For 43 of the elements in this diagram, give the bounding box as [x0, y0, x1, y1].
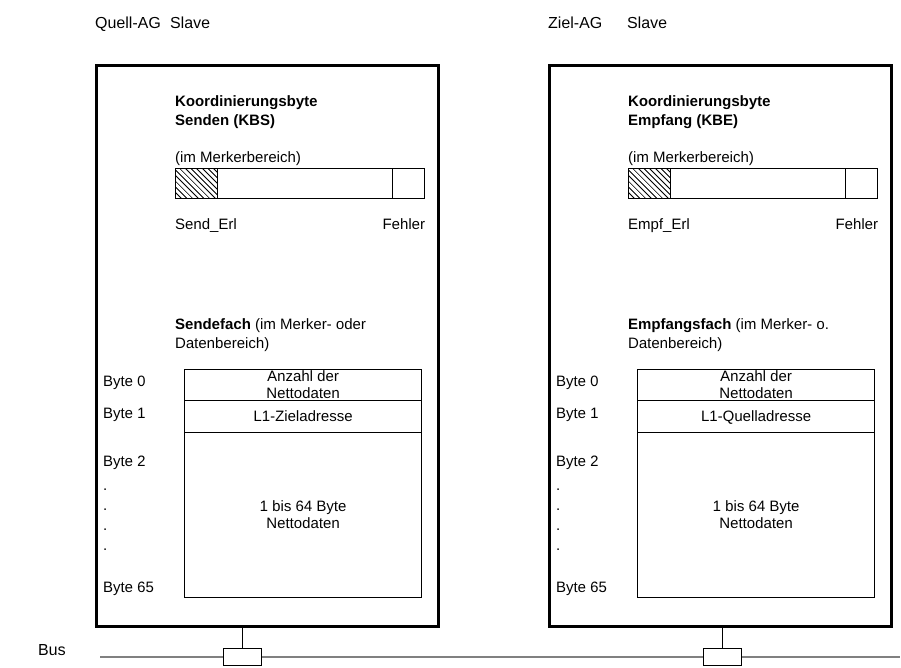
bit-label: Fehler — [834, 215, 878, 234]
byte-label: Byte 1 — [556, 404, 599, 423]
ellipsis-dot: . — [556, 476, 560, 495]
ellipsis-dot: . — [103, 476, 108, 495]
bit-label: Empf_Erl — [628, 215, 690, 234]
memory-field: Anzahl der Nettodaten — [184, 369, 422, 401]
byte-label: Byte 2 — [556, 452, 599, 471]
ellipsis-dot: . — [556, 496, 560, 515]
plc-heading: Ziel-AG — [548, 15, 602, 33]
plc-heading: Slave — [627, 15, 668, 33]
memory-field: Anzahl der Nettodaten — [637, 369, 875, 401]
connector-line — [722, 628, 723, 648]
byte-label: Byte 0 — [556, 372, 599, 391]
plc-heading: Slave — [170, 15, 210, 33]
bit-label: Send_Erl — [175, 215, 237, 234]
ellipsis-dot: . — [556, 516, 560, 535]
byte-label: Byte 0 — [103, 372, 146, 391]
ellipsis-dot: . — [103, 516, 108, 535]
byte-label: Byte 2 — [103, 452, 146, 471]
byte-title: Koordinierungsbyte Empfang (KBE) — [628, 92, 772, 130]
byte-title: Koordinierungsbyte Senden (KBS) — [175, 92, 319, 130]
field-heading: Sendefach (im Merker- oder Datenbereich) — [175, 315, 367, 353]
byte-label: Byte 1 — [103, 404, 146, 423]
field-heading: Empfangsfach (im Merker- o. Datenbereich) — [628, 315, 830, 353]
memory-field: L1-Quelladresse — [637, 400, 875, 433]
bus-connector-box — [223, 648, 262, 666]
memory-field: 1 bis 64 Byte Nettodaten — [637, 432, 875, 598]
ellipsis-dot: . — [103, 496, 108, 515]
plc-heading: Quell-AG — [95, 15, 161, 33]
byte-label: Byte 65 — [103, 578, 154, 597]
bit-label: Fehler — [381, 215, 425, 234]
byte-bar — [175, 168, 425, 199]
memory-field: 1 bis 64 Byte Nettodaten — [184, 432, 422, 598]
byte-bar — [628, 168, 878, 199]
connector-line — [242, 628, 243, 648]
ellipsis-dot: . — [103, 536, 108, 555]
bus-connector-box — [703, 648, 742, 666]
memory-field: L1-Zieladresse — [184, 400, 422, 433]
bus-label: Bus — [38, 641, 66, 660]
byte-label: Byte 65 — [556, 578, 607, 597]
ellipsis-dot: . — [556, 536, 560, 555]
note: (im Merkerbereich) — [175, 148, 301, 167]
note: (im Merkerbereich) — [628, 148, 754, 167]
